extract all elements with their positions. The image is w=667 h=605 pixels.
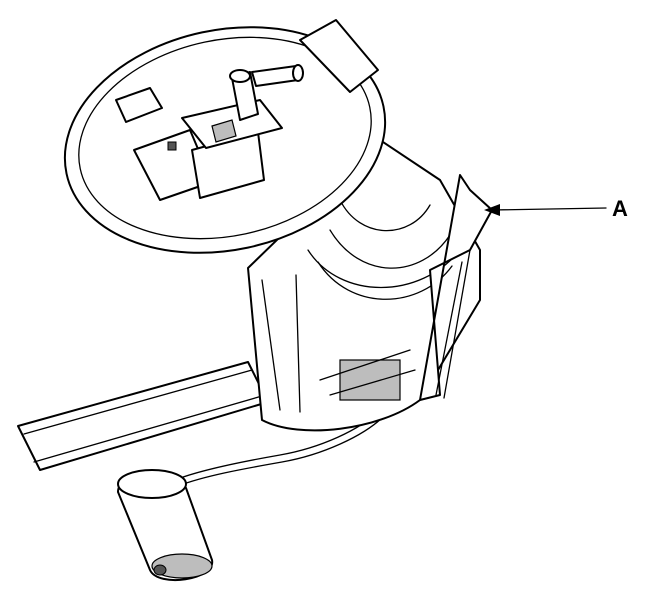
sender-wire [174, 409, 381, 481]
flange-tab [299, 19, 379, 93]
connector-block [115, 87, 283, 201]
guide-rail [419, 174, 493, 401]
fuel-outlet-pipe [229, 64, 304, 121]
float-arm [17, 361, 269, 471]
callout-a-leader [484, 204, 607, 216]
float [117, 469, 214, 582]
callout-label-a: A [612, 196, 628, 221]
